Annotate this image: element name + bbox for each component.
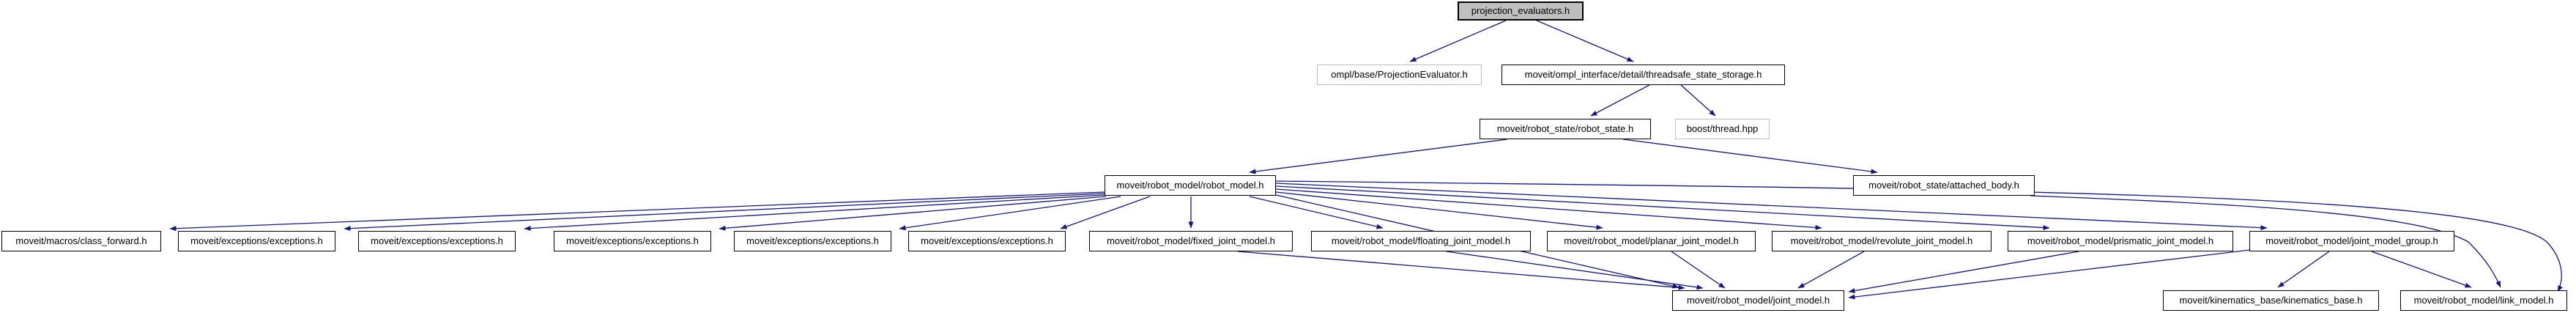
- node-class-forward[interactable]: moveit/macros/class_forward.h: [1, 231, 161, 251]
- edge-revolute-joint-model-to-joint-model: [1797, 251, 1865, 289]
- node-planar-joint-model[interactable]: moveit/robot_model/planar_joint_model.h: [1547, 231, 1756, 251]
- edge-robot-model-to-exceptions-3: [719, 196, 1107, 231]
- node-prismatic-joint-model[interactable]: moveit/robot_model/prismatic_joint_model…: [2008, 231, 2233, 251]
- edge-attached-body-to-link-model: [2030, 195, 2501, 288]
- edge-planar-joint-model-to-joint-model: [1671, 251, 1726, 289]
- node-exceptions-5[interactable]: moveit/exceptions/exceptions.h: [908, 231, 1066, 251]
- node-attached-body[interactable]: moveit/robot_state/attached_body.h: [1853, 175, 2035, 196]
- edge-robot-state-to-attached-body: [1622, 139, 1878, 174]
- node-robot-model[interactable]: moveit/robot_model/robot_model.h: [1105, 175, 1276, 196]
- node-exceptions-2[interactable]: moveit/exceptions/exceptions.h: [358, 231, 516, 251]
- edge-robot-model-to-exceptions-4: [899, 196, 1121, 231]
- edge-robot-state-to-robot-model: [1249, 139, 1508, 174]
- edge-robot-model-to-prismatic-joint-model: [1275, 185, 2050, 231]
- node-boost-thread: boost/thread.hpp: [1675, 119, 1770, 139]
- edge-joint-model-group-to-kinematics-base: [2277, 251, 2330, 288]
- node-exceptions-1[interactable]: moveit/exceptions/exceptions.h: [178, 231, 335, 251]
- edge-group: [169, 20, 2563, 300]
- node-link-model[interactable]: moveit/robot_model/link_model.h: [2400, 290, 2567, 311]
- node-floating-joint-model[interactable]: moveit/robot_model/floating_joint_model.…: [1311, 231, 1531, 251]
- node-joint-model[interactable]: moveit/robot_model/joint_model.h: [1672, 290, 1844, 311]
- node-exceptions-4[interactable]: moveit/exceptions/exceptions.h: [734, 231, 891, 251]
- edge-robot-model-to-exceptions-5: [1060, 196, 1151, 229]
- edge-robot-model-to-exceptions-2: [524, 194, 1105, 232]
- node-joint-model-group[interactable]: moveit/robot_model/joint_model_group.h: [2249, 231, 2454, 251]
- edge-robot-model-to-revolute-joint-model: [1275, 188, 1822, 230]
- edge-robot-model-to-class-forward: [169, 191, 1105, 232]
- edge-fixed-joint-model-to-joint-model: [1237, 251, 1685, 290]
- node-threadsafe-state-storage[interactable]: moveit/ompl_interface/detail/threadsafe_…: [1502, 65, 1785, 85]
- edge-robot-model-to-link-model: [1275, 180, 2563, 292]
- edge-prismatic-joint-model-to-joint-model: [1848, 251, 2079, 293]
- edge-robot-model-to-exceptions-1: [344, 193, 1105, 232]
- edge-robot-model-to-planar-joint-model: [1275, 191, 1603, 230]
- edge-threadsafe-state-storage-to-robot-state: [1590, 84, 1650, 117]
- edge-joint-model-group-to-joint-model: [1848, 249, 2251, 300]
- node-robot-state[interactable]: moveit/robot_state/robot_state.h: [1480, 119, 1651, 139]
- node-fixed-joint-model[interactable]: moveit/robot_model/fixed_joint_model.h: [1089, 231, 1293, 251]
- node-ompl-projection-evaluator: ompl/base/ProjectionEvaluator.h: [1317, 65, 1482, 85]
- edge-robot-model-to-floating-joint-model: [1249, 196, 1384, 229]
- edge-projection-evaluators-to-threadsafe-state-storage: [1536, 20, 1634, 62]
- edge-floating-joint-model-to-joint-model: [1446, 251, 1704, 290]
- node-exceptions-3[interactable]: moveit/exceptions/exceptions.h: [554, 231, 711, 251]
- node-projection-evaluators: projection_evaluators.h: [1458, 1, 1584, 21]
- edge-robot-model-to-joint-model-group: [1275, 183, 2268, 231]
- edge-threadsafe-state-storage-to-boost-thread: [1680, 84, 1716, 117]
- edge-joint-model-group-to-link-model: [2371, 251, 2472, 288]
- node-kinematics-base[interactable]: moveit/kinematics_base/kinematics_base.h: [2163, 290, 2379, 311]
- edge-projection-evaluators-to-ompl-projection-evaluator: [1409, 20, 1507, 62]
- node-revolute-joint-model[interactable]: moveit/robot_model/revolute_joint_model.…: [1772, 231, 1992, 251]
